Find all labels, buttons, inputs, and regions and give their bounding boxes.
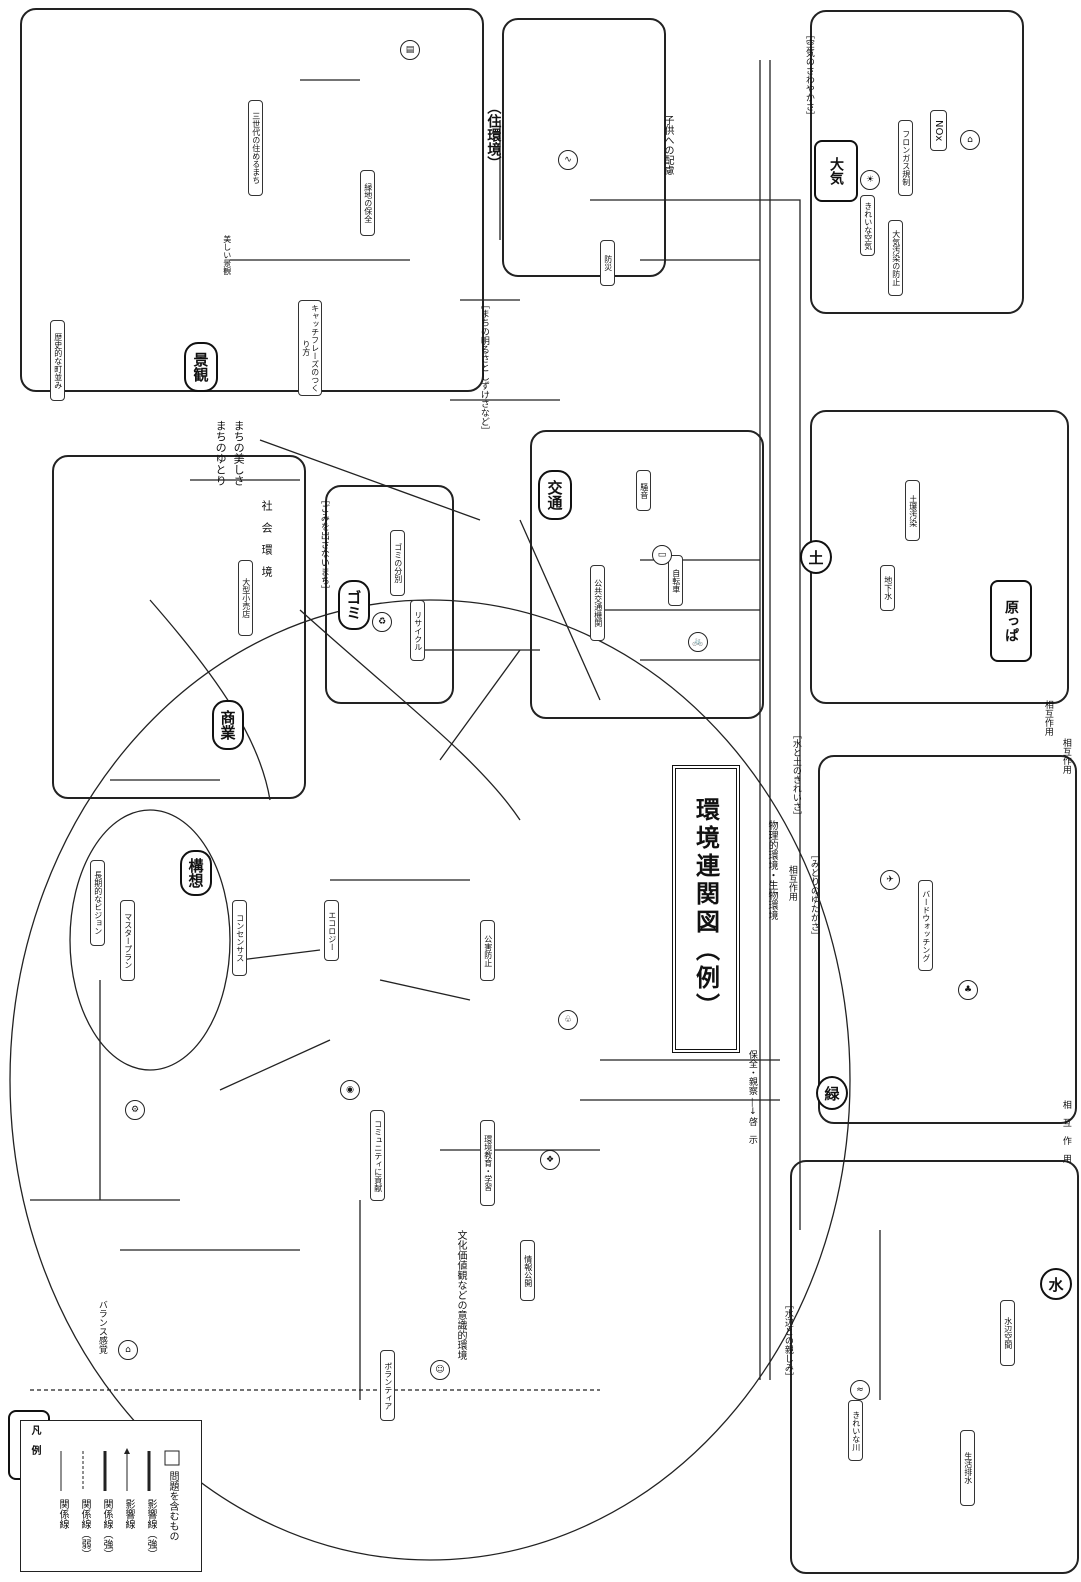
- node-pollution-prevention: 公害防止: [480, 920, 495, 981]
- section-label-water: 水: [1040, 1268, 1072, 1300]
- node-masterplan: マスタープラン: [120, 900, 135, 981]
- river-icon: ≈: [850, 1380, 870, 1400]
- section-label-transport: 交通: [538, 470, 572, 520]
- factory-icon: ⌂: [960, 130, 980, 150]
- node-community: コミュニティに貢献: [370, 1110, 385, 1201]
- legend-text-problem: 問題を含むもの: [165, 1471, 180, 1541]
- node-catchphrase: キャッチフレーズのつくり方: [298, 300, 322, 396]
- legend-item-problem: 問題を含むもの: [165, 1471, 180, 1541]
- node-groundwater: 地下水: [880, 565, 895, 611]
- section-label-commerce: 商業: [212, 700, 244, 750]
- person-icon: ☺: [430, 1360, 450, 1380]
- node-consensus: コンセンサス: [232, 900, 247, 976]
- node-soil-pollution: 土壌汚染: [905, 480, 920, 541]
- sun-icon: ☀: [860, 170, 880, 190]
- node-large-retail: 大型小売店: [238, 560, 253, 636]
- label-beautiful-landscape: 美しい景観: [222, 235, 231, 275]
- node-air-pollution: 大気汚染の防止: [888, 220, 903, 296]
- label-brightness: ［まちの明るさとしずけさなど］: [478, 300, 488, 435]
- wave-icon: ∿: [558, 150, 578, 170]
- label-interaction-1: 相互作用: [786, 865, 796, 901]
- legend-item-strong: 関係線（強）: [99, 1499, 114, 1559]
- label-interaction-2: 相互作用: [1042, 700, 1052, 736]
- building-icon: ▤: [400, 40, 420, 60]
- label-fresh-air: ［空気のさわやかさ］: [803, 30, 813, 120]
- legend-text-influence-strong: 影響線（強）: [143, 1499, 158, 1559]
- label-clean-water-soil: ［水と土のきれいさ］: [790, 730, 800, 820]
- section-label-living: （住環境）: [485, 100, 500, 170]
- legend-item-influence-strong: 影響線（強）: [143, 1499, 158, 1559]
- tree-icon: ♣: [958, 980, 978, 1000]
- node-clean-air: きれいな空気: [860, 195, 875, 256]
- diagram-title-text: 環境連関図（例）: [689, 797, 724, 1021]
- node-wastewater: 生活排水: [960, 1430, 975, 1506]
- label-children: 子供への配慮: [662, 115, 673, 175]
- bird-icon: ✈: [880, 870, 900, 890]
- node-noise: 騒音: [636, 470, 651, 511]
- legend-item-relation: 関係線: [55, 1499, 70, 1529]
- node-public-transport: 公共交通機関: [590, 565, 605, 641]
- node-ecology: エコロジー: [324, 900, 339, 961]
- node-env-education: 環境教育・学習: [480, 1120, 495, 1206]
- section-label-field: 原っぱ: [990, 580, 1032, 662]
- section-label-concept: 構想: [180, 850, 212, 896]
- node-recycle: リサイクル: [410, 600, 425, 661]
- node-disaster: 防災: [600, 240, 615, 286]
- legend-text-relation: 関係線: [55, 1499, 70, 1529]
- section-label-garbage: ゴミ: [338, 580, 370, 630]
- label-social-env: 社 会 環 境: [260, 500, 272, 577]
- leaf-icon: ♧: [558, 1010, 578, 1030]
- bicycle-icon: 🚲: [688, 632, 708, 652]
- legend-text-influence: 影響線: [121, 1499, 136, 1529]
- node-disclosure: 情報公開: [520, 1240, 535, 1301]
- label-cultural: 文化価値観などの意識的環境: [455, 1230, 466, 1360]
- node-bicycle: 自転車: [668, 555, 683, 606]
- label-rich-green: ［みどりのゆたかさ］: [808, 850, 818, 940]
- node-green-preserve: 緑地の保全: [360, 170, 375, 236]
- node-waterside-space: 水辺空間: [1000, 1300, 1015, 1366]
- people-icon: ❖: [540, 1150, 560, 1170]
- node-sorting: ゴミの分別: [390, 530, 405, 596]
- node-three-generation: 三世代の住めるまち: [248, 100, 263, 196]
- gear-icon: ⚙: [125, 1100, 145, 1120]
- water-box: [790, 1160, 1079, 1574]
- recycle-icon: ♻: [372, 612, 392, 632]
- soil-box: [810, 410, 1069, 704]
- node-volunteer: ボランティア: [380, 1350, 395, 1421]
- bus-icon: ▭: [652, 545, 672, 565]
- node-nox: NOx: [930, 110, 947, 151]
- label-balance: バランス感覚: [96, 1300, 106, 1354]
- legend-text-weak: 関係線（弱）: [77, 1499, 92, 1559]
- label-conservation: 保全・親察 ―→ 啓 示: [746, 1050, 756, 1144]
- house-icon: ⌂: [118, 1340, 138, 1360]
- legend-item-weak: 関係線（弱）: [77, 1499, 92, 1559]
- label-interaction-3: 相互作用: [1060, 738, 1070, 774]
- label-interaction-4: 相 互 作 用: [1060, 1100, 1070, 1163]
- section-label-air: 大気: [814, 140, 858, 202]
- node-clean-river: きれいな川: [848, 1400, 863, 1461]
- eye-icon: ◉: [340, 1080, 360, 1100]
- label-machi-room: まちのゆとり: [214, 420, 226, 486]
- node-freon: フロンガス規制: [898, 120, 913, 196]
- landscape-box: [20, 8, 484, 392]
- legend-text-strong: 関係線（強）: [99, 1499, 114, 1559]
- living-env-box: [502, 18, 666, 277]
- node-historic-street: 歴史的な町並み: [50, 320, 65, 401]
- label-waterside: ［水辺との親しみ］: [782, 1300, 792, 1381]
- label-no-garbage: ［ごみを出さないまち］: [318, 495, 328, 594]
- node-birdwatching: バードウォッチング: [918, 880, 933, 971]
- legend-item-influence: 影響線: [121, 1499, 136, 1529]
- section-label-green: 緑: [816, 1076, 848, 1110]
- label-machi-beauty: まちの美しさ: [232, 420, 244, 486]
- legend: 凡 例 関係線 関係線（弱） 関係線（強） 影響線 影響線（強） 問題を含むもの: [20, 1420, 202, 1572]
- node-long-vision: 長期的なビジョン: [90, 860, 105, 946]
- section-label-landscape: 景観: [184, 342, 218, 392]
- section-label-soil: 土: [800, 540, 832, 574]
- green-box: [818, 755, 1077, 1124]
- diagram-title: 環境連関図（例）: [672, 765, 740, 1053]
- label-physical: 物理的環境・生物環境: [766, 820, 777, 920]
